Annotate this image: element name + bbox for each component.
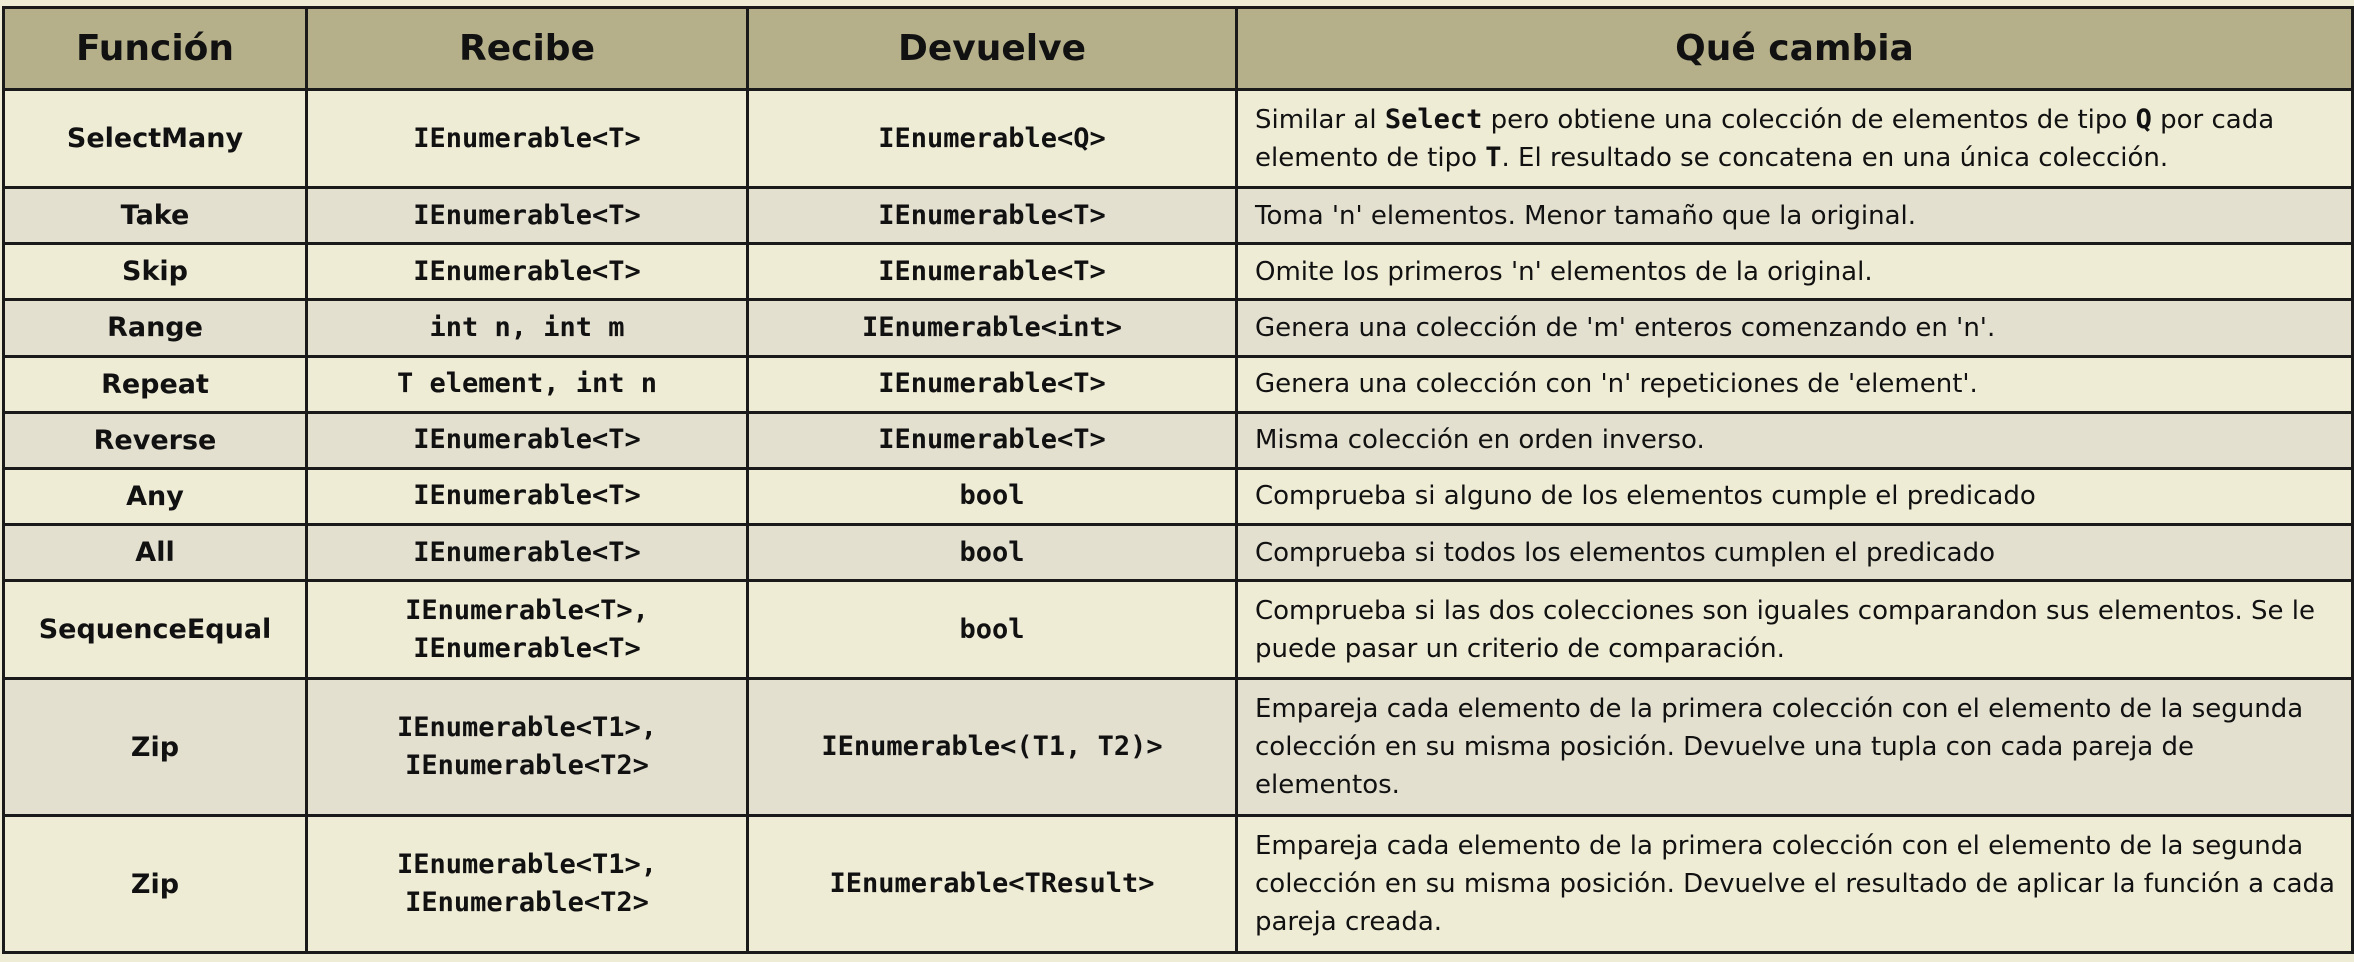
table-row: Any IEnumerable<T> bool Comprueba si alg… [2,466,2354,526]
recibe-cell: int n, int m [305,298,749,358]
function-name-cell: SelectMany [2,87,308,190]
devuelve-cell: bool [746,579,1238,681]
description-text: . El resultado se concatena en una única… [1501,142,2169,173]
description-text: Similar al [1255,104,1385,135]
function-name-cell: SequenceEqual [2,579,308,681]
devuelve-cell: IEnumerable<T> [746,242,1238,302]
devuelve-line: bool [959,613,1025,645]
recibe-line: IEnumerable<T> [413,199,641,231]
description-cell: Genera una colección de 'm' enteros come… [1235,298,2354,358]
description-cell: Similar al Select pero obtiene una colec… [1235,87,2354,190]
description-code: Select [1384,103,1483,135]
recibe-line: IEnumerable<T> [413,424,641,456]
recibe-cell: IEnumerable<T> [305,410,749,470]
function-name-cell: Reverse [2,410,308,470]
description-cell: Misma colección en orden inverso. [1235,410,2354,470]
table-row: Repeat T element, int n IEnumerable<T> G… [2,354,2354,414]
function-name-cell: Skip [2,242,308,302]
devuelve-line: IEnumerable<T> [878,368,1106,400]
devuelve-cell: bool [746,466,1238,526]
recibe-line: IEnumerable<T> [413,122,641,154]
devuelve-cell: IEnumerable<T> [746,410,1238,470]
recibe-cell: IEnumerable<T> [305,242,749,302]
devuelve-line: bool [959,480,1025,512]
devuelve-line: IEnumerable<T> [878,199,1106,231]
function-name-cell: Range [2,298,308,358]
recibe-cell: IEnumerable<T> [305,522,749,583]
devuelve-cell: IEnumerable<(T1, T2)> [746,677,1238,817]
recibe-cell: IEnumerable<T1>, IEnumerable<T2> [305,814,749,954]
function-name-cell: Repeat [2,354,308,414]
devuelve-cell: IEnumerable<Q> [746,87,1238,190]
recibe-cell: IEnumerable<T> [305,87,749,190]
function-name-cell: Zip [2,814,308,954]
devuelve-line: IEnumerable<T> [878,424,1106,456]
description-code: T [1485,141,1502,173]
devuelve-line: IEnumerable<(T1, T2)> [821,731,1163,763]
recibe-line: IEnumerable<T> [413,536,641,568]
recibe-line: IEnumerable<T2> [405,750,649,782]
function-name-cell: Zip [2,677,308,817]
table-row: Zip IEnumerable<T1>, IEnumerable<T2> IEn… [2,677,2354,817]
devuelve-line: bool [959,536,1025,568]
recibe-cell: IEnumerable<T>, IEnumerable<T> [305,579,749,681]
recibe-line: IEnumerable<T1>, [396,712,658,744]
description-cell: Comprueba si todos los elementos cumplen… [1235,522,2354,583]
description-cell: Comprueba si las dos colecciones son igu… [1235,579,2354,681]
recibe-cell: IEnumerable<T1>, IEnumerable<T2> [305,677,749,817]
devuelve-line: IEnumerable<TResult> [829,868,1155,899]
devuelve-cell: bool [746,522,1238,583]
table-row: Range int n, int m IEnumerable<int> Gene… [2,298,2354,358]
table-row: Take IEnumerable<T> IEnumerable<T> Toma … [2,186,2354,246]
description-text: por cada elemento de tipo [1255,104,2275,173]
function-name-cell: Take [2,186,308,246]
recibe-line: T element, int n [396,368,658,400]
table-row: Skip IEnumerable<T> IEnumerable<T> Omite… [2,242,2354,302]
header-funcion: Función [2,6,308,91]
devuelve-cell: IEnumerable<T> [746,186,1238,246]
description-cell: Genera una colección con 'n' repeticione… [1235,354,2354,414]
table-row: Reverse IEnumerable<T> IEnumerable<T> Mi… [2,410,2354,470]
devuelve-line: IEnumerable<T> [878,255,1106,287]
devuelve-line: IEnumerable<int> [861,311,1123,343]
description-code: Q [2135,103,2152,135]
recibe-line: IEnumerable<T>, [405,594,649,626]
description-cell: Toma 'n' elementos. Menor tamaño que la … [1235,186,2354,246]
recibe-cell: IEnumerable<T> [305,466,749,526]
table-row: All IEnumerable<T> bool Comprueba si tod… [2,522,2354,583]
recibe-cell: T element, int n [305,354,749,414]
description-text: pero obtiene una colección de elementos … [1482,104,2136,135]
recibe-line: IEnumerable<T> [413,632,641,664]
description-cell: Comprueba si alguno de los elementos cum… [1235,466,2354,526]
function-name-cell: All [2,522,308,583]
function-name-cell: Any [2,466,308,526]
table-row: Zip IEnumerable<T1>, IEnumerable<T2> IEn… [2,814,2354,954]
description-cell: Empareja cada elemento de la primera col… [1235,677,2354,817]
devuelve-cell: IEnumerable<T> [746,354,1238,414]
devuelve-line: IEnumerable<Q> [878,122,1106,154]
header-devuelve: Devuelve [746,6,1238,91]
recibe-line: IEnumerable<T1>, [396,849,658,880]
table-row: SequenceEqual IEnumerable<T>, IEnumerabl… [2,579,2354,681]
header-row: Función Recibe Devuelve Qué cambia [2,6,2354,91]
header-recibe: Recibe [305,6,749,91]
description-cell: Empareja cada elemento de la primera col… [1235,814,2354,954]
header-que-cambia: Qué cambia [1235,6,2354,91]
devuelve-cell: IEnumerable<int> [746,298,1238,358]
table-row: SelectMany IEnumerable<T> IEnumerable<Q>… [2,87,2354,190]
recibe-line: IEnumerable<T2> [405,887,649,918]
devuelve-cell: IEnumerable<TResult> [746,814,1238,954]
linq-functions-table: Función Recibe Devuelve Qué cambia Selec… [2,6,2354,954]
recibe-cell: IEnumerable<T> [305,186,749,246]
recibe-line: IEnumerable<T> [413,480,641,512]
description-cell: Omite los primeros 'n' elementos de la o… [1235,242,2354,302]
recibe-line: IEnumerable<T> [413,255,641,287]
recibe-line: int n, int m [429,311,625,343]
